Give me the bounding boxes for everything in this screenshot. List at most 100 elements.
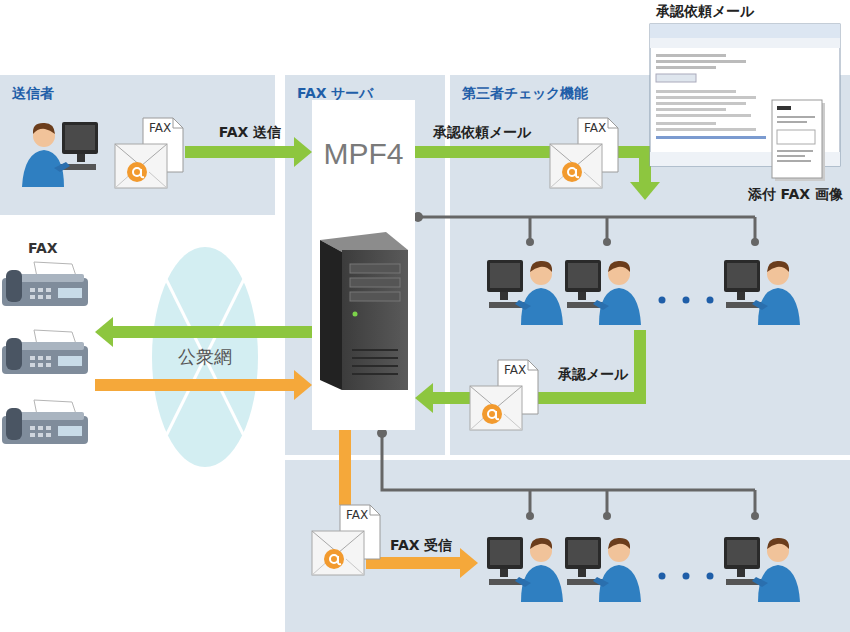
polygon-shape [630, 182, 660, 200]
rect-shape [58, 288, 82, 298]
rect-shape [115, 144, 167, 188]
rect-shape [46, 295, 51, 299]
line-shape [529, 490, 532, 514]
g-shape [2, 262, 88, 306]
logo-text: MPF4 [312, 136, 415, 172]
fax-machines: FAX [0, 238, 95, 453]
rect-shape [6, 408, 22, 440]
rect-shape [38, 363, 43, 367]
edge-label: FAX 送信 [219, 124, 281, 141]
polygon-shape [320, 240, 342, 390]
polyline-shape [312, 531, 364, 553]
label-holder: FAX 受信 [390, 537, 452, 554]
circle-shape [659, 573, 666, 580]
network-label: 公衆網 [150, 346, 260, 368]
circle-shape [488, 410, 496, 418]
arrow-shaft [339, 430, 351, 505]
use-shape [565, 260, 641, 325]
circle-shape [330, 555, 338, 563]
rect-shape [30, 288, 35, 292]
rect-shape [342, 250, 408, 390]
circle-shape [526, 512, 534, 520]
arrow-head [95, 317, 113, 347]
group-heading: FAX [28, 240, 58, 257]
flow-arrow [95, 370, 312, 400]
rect-shape [777, 160, 811, 162]
use-shape [724, 260, 800, 325]
line-shape [352, 373, 398, 375]
line-shape [366, 557, 460, 569]
rect-shape [312, 531, 364, 575]
rect-shape [656, 96, 756, 99]
circle-shape [482, 404, 502, 424]
edge-label: 承認依頼メール [433, 124, 531, 141]
svg-shape [0, 238, 95, 453]
rect-shape [58, 356, 82, 366]
arrow-shaft [185, 146, 295, 158]
path-shape [338, 556, 341, 564]
rect-shape [656, 90, 736, 93]
g-shape [22, 122, 98, 187]
arrow-head [294, 370, 312, 400]
circle-shape [353, 312, 358, 317]
polyline-shape [149, 172, 167, 188]
rect-shape [777, 106, 791, 110]
rect-shape [777, 130, 815, 144]
line-shape [352, 349, 398, 351]
g-shape [2, 330, 88, 374]
polyline-shape [346, 559, 364, 575]
flow-arrow [415, 383, 470, 413]
panel-heading: 送信者 [12, 85, 54, 102]
paper-label: FAX [149, 121, 171, 135]
rect-shape [777, 121, 807, 123]
use-shape [724, 537, 800, 602]
polygon-shape [460, 548, 478, 578]
rect-shape [656, 74, 696, 82]
circle-shape [526, 238, 534, 246]
rect-shape [6, 270, 22, 302]
circle-shape [324, 549, 344, 569]
mail-envelope: FAX [312, 505, 382, 577]
rect-shape [656, 102, 746, 105]
polyline-shape [115, 144, 167, 166]
circle-shape [659, 297, 666, 304]
arrow-head [294, 137, 312, 167]
circle-shape [707, 297, 714, 304]
paper-label: FAX [584, 121, 606, 135]
line-shape [352, 365, 398, 367]
rect-shape [656, 108, 726, 111]
rect-shape [30, 356, 35, 360]
rect-shape [350, 278, 400, 287]
circle-shape [413, 212, 423, 222]
g-shape [377, 212, 759, 520]
g-shape [382, 217, 755, 514]
polyline-shape [382, 433, 755, 490]
rect-shape [550, 144, 602, 188]
polyline-shape [584, 172, 602, 188]
attached-image: 添付 FAX 画像 [742, 100, 845, 210]
rect-shape [656, 122, 716, 125]
rect-shape [46, 426, 51, 430]
rect-shape [38, 288, 43, 292]
rect-shape [58, 426, 82, 436]
polyline-shape [598, 152, 645, 182]
rect-shape [656, 54, 726, 57]
line-shape [529, 217, 532, 240]
edge-label-holder: FAX 送信 [219, 124, 281, 141]
flow-arrow [185, 137, 312, 167]
circle-shape [133, 168, 141, 176]
server-column: MPF4 [312, 100, 415, 430]
path-shape [528, 360, 538, 370]
arrow-head [415, 383, 433, 413]
arrow-shaft [112, 326, 312, 338]
path-shape [608, 118, 618, 128]
line-shape [352, 357, 398, 359]
line-shape [754, 217, 757, 240]
rect-shape [656, 60, 746, 63]
network-ellipse: 公衆網 [150, 245, 260, 470]
polyline-shape [550, 144, 602, 166]
rect-shape [650, 24, 840, 38]
rect-shape [470, 386, 522, 430]
edge-label-holder: 承認メール [558, 366, 628, 383]
